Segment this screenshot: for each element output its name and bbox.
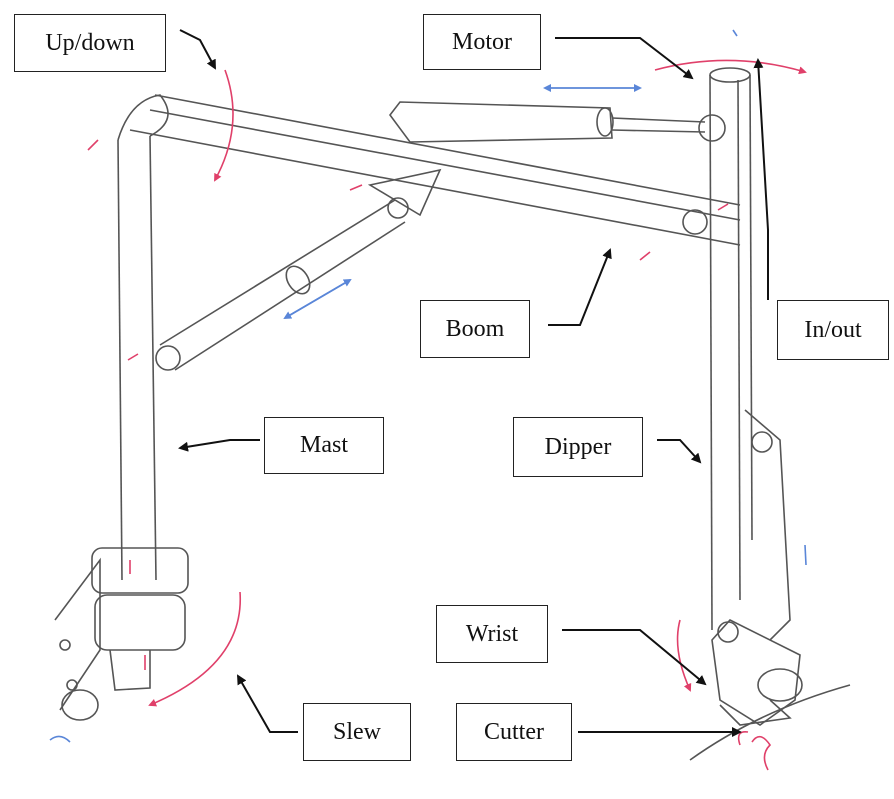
label-dipper: Dipper [513, 417, 643, 477]
label-boom: Boom [420, 300, 530, 358]
arrow-wrist [562, 629, 707, 686]
motion-marks-red [87, 59, 807, 771]
arrow-dipper [657, 439, 702, 464]
wrist-cutter-sketch [689, 619, 851, 761]
label-mast: Mast [264, 417, 384, 474]
arrow-updown [179, 29, 216, 70]
label-slew: Slew [303, 703, 411, 761]
dipper-ram-sketch [388, 101, 726, 143]
boom-sketch [129, 94, 741, 246]
arrow-motor [555, 37, 694, 80]
motion-marks-blue [49, 29, 807, 743]
brace-ram-sketch [155, 168, 442, 371]
label-cutter: Cutter [456, 703, 572, 761]
label-wrist: Wrist [436, 605, 548, 663]
arrow-boom [548, 248, 612, 326]
callout-arrows [178, 29, 769, 737]
label-motor: Motor [423, 14, 541, 70]
label-in-out: In/out [777, 300, 889, 360]
arrow-inout [753, 58, 769, 300]
label-up-down: Up/down [14, 14, 166, 72]
arrow-slew [237, 674, 298, 733]
mast-sketch [54, 94, 189, 721]
arrow-mast [178, 439, 260, 452]
